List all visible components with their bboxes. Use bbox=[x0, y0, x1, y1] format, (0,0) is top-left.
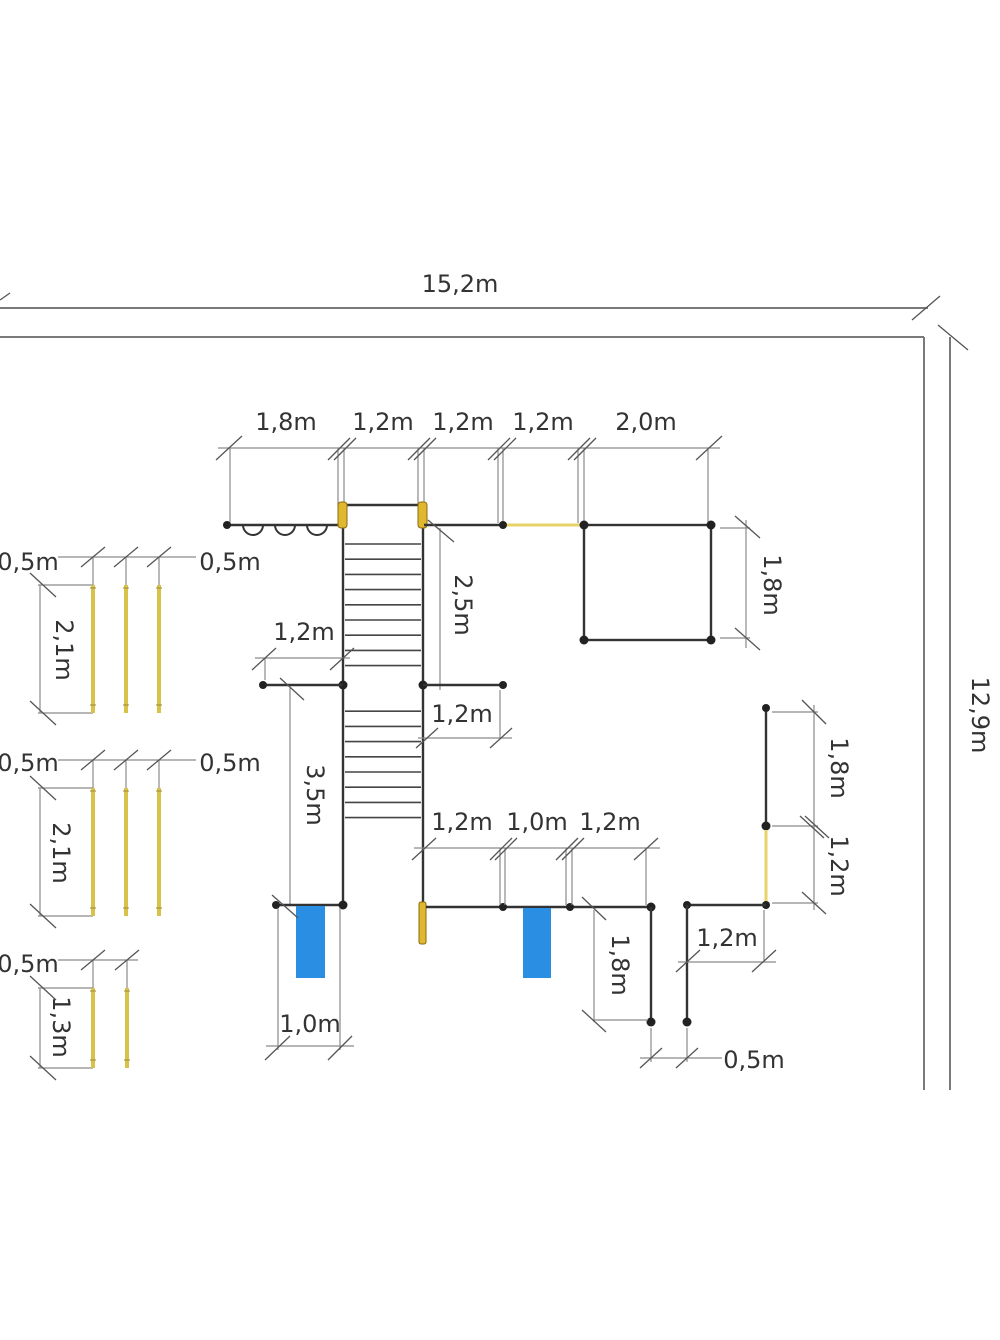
right-bar-label: 1,2m bbox=[696, 924, 758, 952]
pole-group-3-left-spacing: 0,5m bbox=[0, 950, 59, 978]
left-column-height-label: 3,5m bbox=[301, 764, 329, 826]
gap-dimension bbox=[639, 1028, 722, 1069]
left-bar-label: 1,2m bbox=[273, 618, 335, 646]
square-frame-label: 1,8m bbox=[758, 554, 786, 616]
bottom-row-structure bbox=[411, 837, 660, 1027]
site-boundary bbox=[0, 292, 969, 1090]
pole-groups bbox=[29, 546, 196, 1081]
top-label-5: 2,0m bbox=[615, 408, 677, 436]
left-bench-label: 1,0m bbox=[279, 1010, 341, 1038]
pole-group-3-height: 1,3m bbox=[47, 996, 75, 1058]
pole-group-1-height: 2,1m bbox=[50, 619, 78, 681]
bottom-label-1: 1,2m bbox=[431, 808, 493, 836]
right-tower-label-2: 1,2m bbox=[825, 835, 853, 897]
top-label-4: 1,2m bbox=[512, 408, 574, 436]
pole-group-2-right-spacing: 0,5m bbox=[199, 749, 261, 777]
pole-group-2-height: 2,1m bbox=[47, 822, 75, 884]
horizontal-ladder bbox=[337, 501, 428, 905]
left-side-bar bbox=[251, 647, 355, 689]
top-dimension-chain bbox=[215, 435, 723, 525]
right-side-bar bbox=[415, 681, 513, 749]
overall-height-label: 12,9m bbox=[966, 677, 994, 754]
top-label-2: 1,2m bbox=[352, 408, 414, 436]
top-label-1: 1,8m bbox=[255, 408, 317, 436]
pole-group-2-left-spacing: 0,5m bbox=[0, 749, 59, 777]
pole-group-3 bbox=[29, 949, 140, 1081]
bottom-label-2: 1,0m bbox=[506, 808, 568, 836]
wave-bar bbox=[223, 521, 342, 536]
pole-group-2 bbox=[29, 749, 196, 929]
right-tower bbox=[675, 699, 830, 1027]
square-frame bbox=[579, 515, 761, 651]
pole-group-1-left-spacing: 0,5m bbox=[0, 548, 59, 576]
right-bar-label: 1,2m bbox=[431, 700, 493, 728]
right-tower-label-1: 1,8m bbox=[825, 737, 853, 799]
top-label-3: 1,2m bbox=[432, 408, 494, 436]
ladder-height-label: 2,5m bbox=[449, 574, 477, 636]
bottom-frame-label: 1,8m bbox=[606, 934, 634, 996]
gap-label: 0,5m bbox=[723, 1046, 785, 1074]
bottom-label-3: 1,2m bbox=[579, 808, 641, 836]
pole-group-1-right-spacing: 0,5m bbox=[199, 548, 261, 576]
overall-width-label: 15,2m bbox=[422, 270, 499, 298]
left-bench bbox=[264, 894, 354, 1061]
pole-group-1 bbox=[29, 546, 196, 726]
